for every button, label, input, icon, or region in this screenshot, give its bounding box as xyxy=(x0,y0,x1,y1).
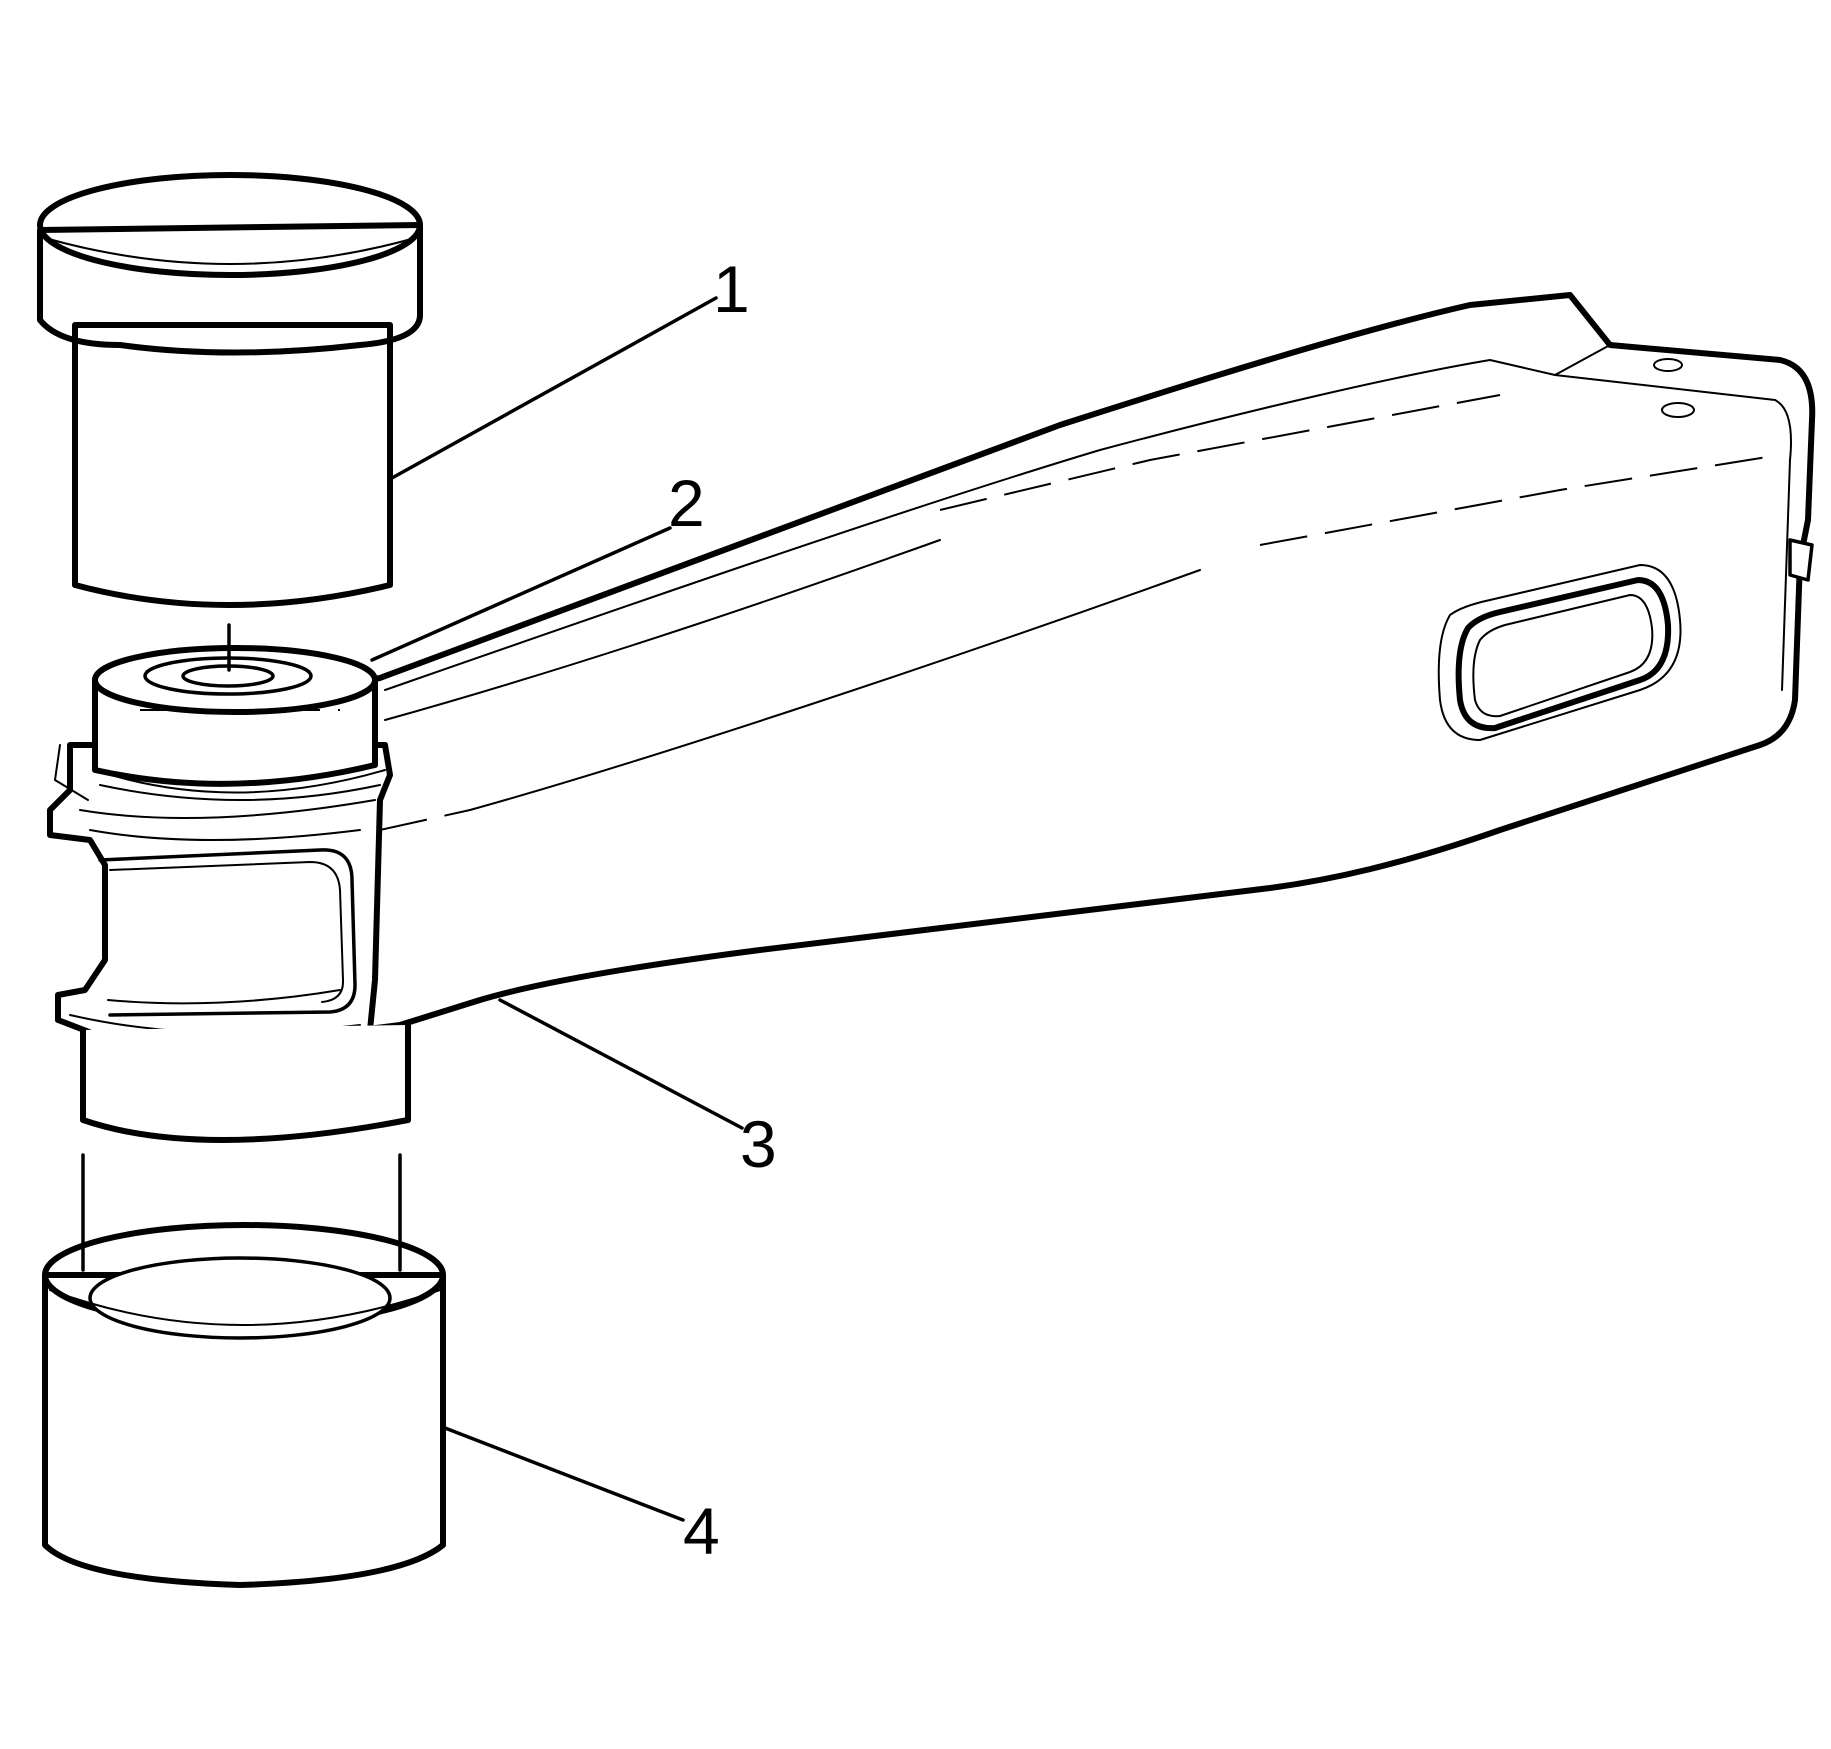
installer-tool-cap-inner xyxy=(44,237,416,265)
installer-tool-stem xyxy=(72,322,393,608)
housing-inner-curve xyxy=(107,989,341,1005)
arm-dash-line-lower xyxy=(1259,454,1781,546)
arm-end-face xyxy=(1554,344,1611,376)
callout-4-label: 4 xyxy=(683,1494,720,1568)
callout-4-leader xyxy=(443,1426,685,1522)
receiver-tool-rim xyxy=(49,1289,441,1326)
housing-rim-upper-2 xyxy=(89,829,361,841)
housing-window xyxy=(98,848,357,1017)
control-arm-body xyxy=(357,292,1816,1033)
callout-1-leader xyxy=(390,296,718,480)
arm-dash-line-upper xyxy=(939,394,1501,511)
bushing-lower-rim xyxy=(94,769,386,794)
arm-contour-1 xyxy=(384,539,941,721)
installer-tool xyxy=(37,172,423,608)
housing-lip xyxy=(54,744,89,801)
callout-3-leader xyxy=(498,998,744,1130)
callout-2-label: 2 xyxy=(668,466,705,540)
arm-end-tab xyxy=(1788,538,1814,582)
housing-window-inner xyxy=(109,861,345,1003)
bolt-hole-2 xyxy=(1661,402,1695,418)
installer-tool-cap-top xyxy=(37,172,423,278)
bushing-housing xyxy=(47,742,393,1072)
bushing-lower-rim-2 xyxy=(99,784,381,801)
callout-2-leader xyxy=(370,526,672,662)
bushing xyxy=(92,645,386,801)
callout-1-label: 1 xyxy=(713,252,750,326)
callout-3-label: 3 xyxy=(740,1107,777,1181)
installer-tool-cap xyxy=(37,222,423,356)
control-arm xyxy=(47,292,1816,1143)
arm-oval-slot xyxy=(1437,564,1682,741)
receiver-tool-bore xyxy=(88,1256,392,1340)
receiver-tool xyxy=(42,1222,446,1588)
arm-dash-line-3 xyxy=(379,809,471,831)
receiver-tool-body xyxy=(42,1272,446,1588)
arm-contour-2 xyxy=(469,569,1201,811)
arm-top-edge xyxy=(384,359,1491,691)
bolt-hole-1 xyxy=(1653,358,1683,372)
lower-bushing-sleeve xyxy=(80,1022,411,1143)
housing-rim-upper xyxy=(79,799,376,819)
arm-end-face-2 xyxy=(1774,399,1792,691)
